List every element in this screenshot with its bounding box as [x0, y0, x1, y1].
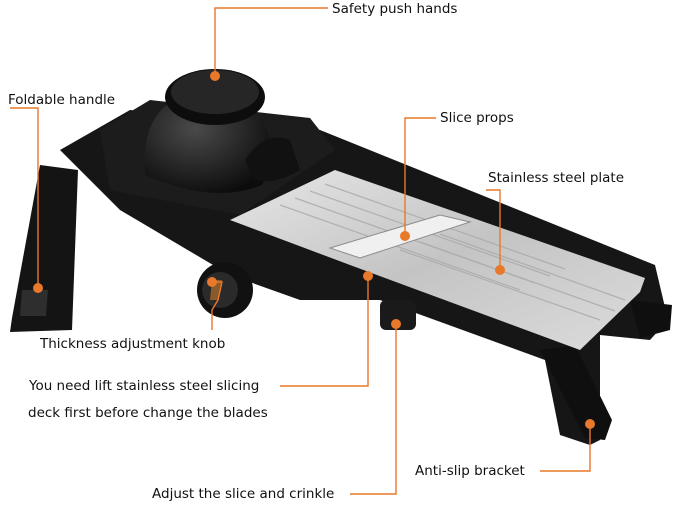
- label-lift-deck-line1: You need lift stainless steel slicing: [29, 378, 260, 394]
- label-adjust-slice-crinkle: Adjust the slice and crinkle: [152, 486, 335, 502]
- push-hands-cap-top: [171, 70, 259, 114]
- foldable-handle-slot: [20, 290, 48, 316]
- crinkle-slider: [380, 300, 416, 330]
- label-lift-deck-line2: deck first before change the blades: [28, 405, 268, 421]
- leader-dots: [33, 71, 595, 429]
- stainless-steel-plate: [230, 170, 645, 350]
- right-front-leg: [630, 300, 672, 338]
- label-stainless-steel-plate: Stainless steel plate: [488, 170, 625, 186]
- label-slice-props: Slice props: [440, 110, 514, 126]
- label-foldable-handle: Foldable handle: [8, 92, 116, 108]
- anti-slip-bracket: [540, 345, 612, 440]
- push-hands-grip: [245, 137, 300, 182]
- leader-lines: [10, 7, 591, 495]
- plate-ridges: [279, 183, 626, 321]
- label-safety-push-hands: Safety push hands: [332, 1, 458, 17]
- label-thickness-adjustment-knob: Thickness adjustment knob: [40, 336, 226, 352]
- label-anti-slip-bracket: Anti-slip bracket: [415, 463, 525, 479]
- slice-props-blade: [328, 214, 472, 259]
